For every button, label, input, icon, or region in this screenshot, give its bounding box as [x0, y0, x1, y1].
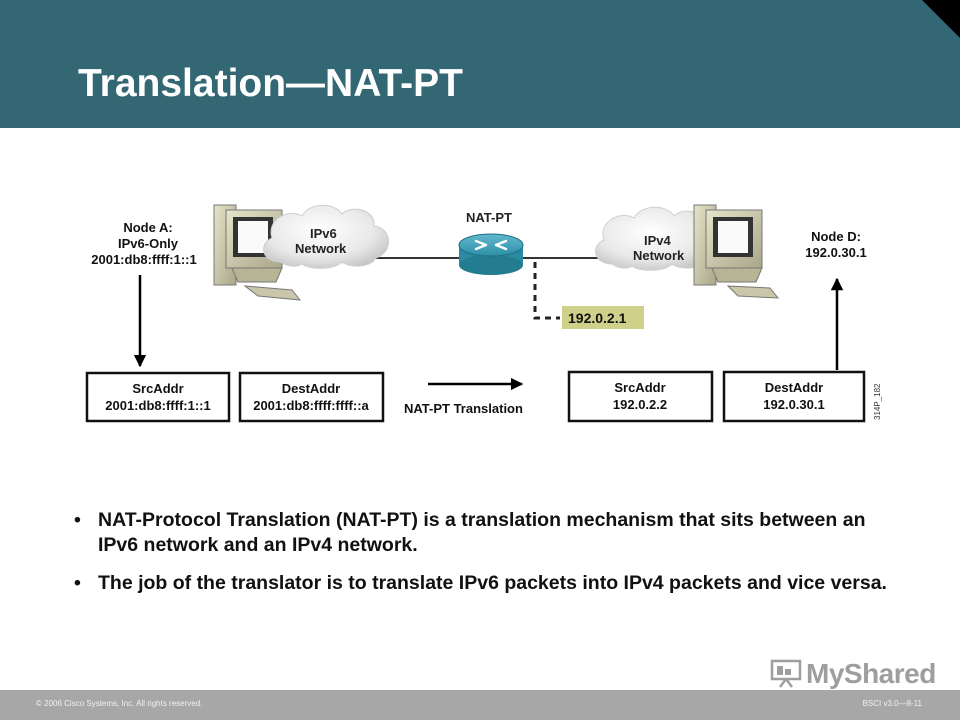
myshared-watermark: MyShared: [766, 654, 936, 690]
node-d-computer: [693, 204, 780, 299]
router-address: 192.0.2.1: [568, 310, 627, 326]
slide-footer: © 2006 Cisco Systems, Inc. All rights re…: [0, 690, 960, 720]
footer-course-code: BSCI v3.0—8-11: [862, 699, 922, 708]
router-label: NAT-PT: [466, 210, 512, 225]
slide-title: Translation—NAT-PT: [78, 62, 463, 105]
ipv4-src-addr-box: SrcAddr 192.0.2.2: [567, 370, 714, 423]
bullet-dot-icon: •: [74, 509, 81, 531]
nat-pt-router: [458, 233, 524, 275]
ipv4-cloud-label-line2: Network: [633, 248, 685, 263]
watermark-text: MyShared: [806, 658, 936, 689]
footer-copyright: © 2006 Cisco Systems, Inc. All rights re…: [36, 699, 203, 708]
ipv6-src-addr-value: 2001:db8:ffff:1::1: [105, 398, 210, 413]
bullet-item: • NAT-Protocol Translation (NAT-PT) is a …: [74, 508, 894, 558]
ipv4-cloud-label-line1: IPv4: [644, 233, 672, 248]
bullet-dot-icon: •: [74, 572, 81, 594]
ipv4-dest-addr-field: DestAddr: [765, 380, 824, 395]
ipv6-src-addr-box: SrcAddr 2001:db8:ffff:1::1: [85, 371, 231, 423]
ipv6-dest-addr-field: DestAddr: [282, 381, 341, 396]
bullet-text: NAT-Protocol Translation (NAT-PT) is a t…: [98, 509, 866, 556]
figure-code: 314P_182: [873, 383, 882, 420]
ipv6-cloud-label-line1: IPv6: [310, 226, 337, 241]
ipv4-src-addr-field: SrcAddr: [614, 380, 665, 395]
ipv6-cloud-label-line2: Network: [295, 241, 347, 256]
translation-label: NAT-PT Translation: [404, 401, 523, 416]
bullet-text: The job of the translator is to translat…: [98, 572, 887, 594]
ipv6-dest-addr-value: 2001:db8:ffff:ffff::a: [253, 398, 369, 413]
router-address-highlight: [562, 306, 644, 329]
node-a-label-line3: 2001:db8:ffff:1::1: [91, 252, 196, 267]
bullet-list: • NAT-Protocol Translation (NAT-PT) is a …: [74, 508, 894, 609]
ipv4-dest-addr-box: DestAddr 192.0.30.1: [722, 370, 866, 423]
ipv4-src-addr-value: 192.0.2.2: [613, 397, 667, 412]
nat-pt-diagram: IPv6 Network NAT-PT 192.0.2.1 IPv4 Netwo…: [85, 204, 882, 423]
node-a-label-line1: Node A:: [123, 220, 172, 235]
header-corner-triangle: [922, 0, 960, 38]
node-d-label-line1: Node D:: [811, 229, 861, 244]
node-d-label-line2: 192.0.30.1: [805, 245, 866, 260]
presentation-board-icon: [770, 659, 802, 688]
ipv4-dest-addr-value: 192.0.30.1: [763, 397, 824, 412]
slide-header: Translation—NAT-PT: [0, 0, 960, 128]
bullet-item: • The job of the translator is to transla…: [74, 571, 894, 596]
router-address-link: [533, 262, 560, 320]
ipv6-network-cloud: [263, 204, 389, 269]
ipv6-src-addr-field: SrcAddr: [132, 381, 183, 396]
ipv6-dest-addr-box: DestAddr 2001:db8:ffff:ffff::a: [238, 371, 385, 423]
node-a-label-line2: IPv6-Only: [118, 236, 179, 251]
